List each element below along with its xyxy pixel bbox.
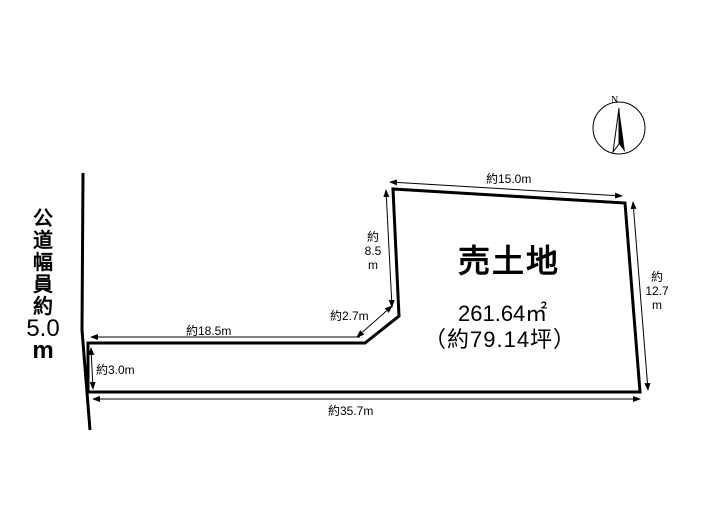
title: 売土地	[458, 243, 561, 279]
dim-flag-pole-label: 約18.5m	[186, 324, 232, 338]
road-width-unit: m	[32, 337, 54, 364]
road-char: 約	[33, 296, 53, 318]
dim-line-diagonal	[356, 305, 393, 338]
dim-line-left-upper	[383, 189, 395, 308]
dim-bottom-label: 約35.7m	[328, 404, 374, 418]
road-char: 員	[33, 274, 53, 296]
dim-text: m	[368, 258, 378, 272]
dim-text: 12.7	[645, 284, 669, 298]
dim-right-label: 約 12.7 m	[644, 270, 670, 312]
area-tsubo: （約79.14坪）	[424, 327, 577, 352]
road-char: 公	[33, 208, 53, 230]
dim-top-label: 約15.0m	[486, 172, 532, 186]
road-width-value: 5.0	[26, 315, 60, 342]
compass-north-label: N	[611, 95, 619, 106]
road-width-label: 公 道 幅 員 約 5.0 m	[26, 208, 60, 364]
dim-left-upper-label: 約 8.5 m	[362, 230, 384, 272]
area-m2: 261.64㎡	[458, 301, 548, 326]
dim-text: 8.5	[364, 244, 382, 258]
dim-diagonal-label: 約2.7m	[330, 309, 369, 323]
road-edge-line	[80, 172, 92, 431]
dim-line-top	[389, 179, 623, 199]
dim-flag-width-label: 約3.0m	[96, 363, 135, 377]
compass-icon	[592, 101, 646, 155]
dim-text: m	[652, 298, 662, 312]
dim-text: 約	[650, 270, 663, 284]
road-char: 道	[33, 230, 53, 252]
road-char: 幅	[33, 252, 53, 274]
lot-boundary	[86, 187, 642, 394]
dim-line-right	[630, 201, 651, 391]
dim-text: 約	[366, 230, 379, 244]
dim-line-flag-width	[88, 347, 96, 390]
